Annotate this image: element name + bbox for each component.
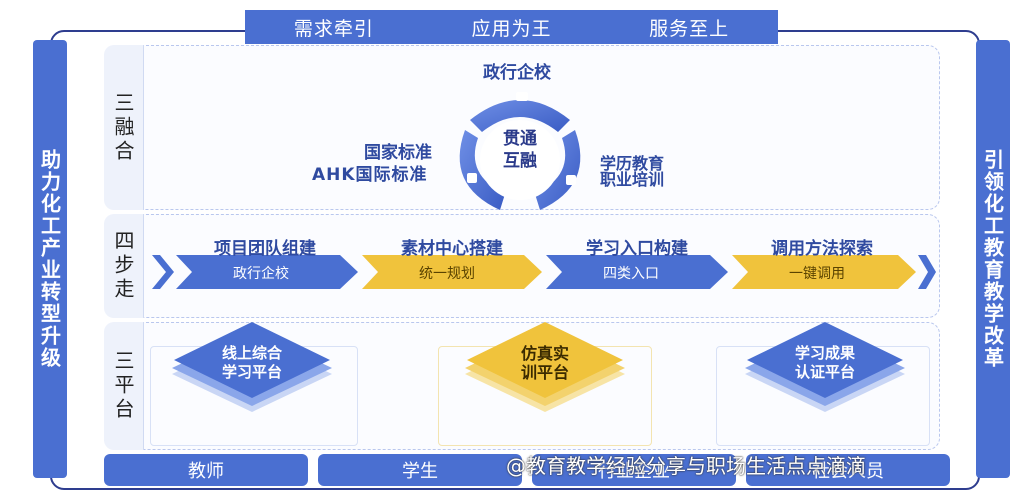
top-banner: 需求牵引 应用为王 服务至上: [245, 10, 778, 44]
row-label-platforms-text: 三平台: [111, 350, 135, 422]
bottom-box-industry: 行业企业: [532, 454, 736, 486]
platform-2-line1: 仿真实: [520, 344, 569, 363]
step-title-1: 项目团队组建: [214, 239, 316, 259]
cycle-label-left-1: 国家标准: [364, 143, 432, 163]
platform-label-2: 仿真实 训平台: [490, 344, 600, 382]
document-icon: [516, 92, 528, 101]
right-side-bar: 引领化工教育教学改革: [976, 40, 1010, 478]
cycle-center: 贯通 互融: [486, 128, 554, 172]
grid-icon: [566, 175, 576, 185]
platform-diamond-2: [465, 322, 625, 412]
cycle-label-top: 政行企校: [483, 63, 551, 83]
step-title-2: 素材中心搭建: [401, 239, 503, 259]
step-sub-2: 统一规划: [419, 266, 475, 282]
platform-3-line1: 学习成果: [794, 344, 855, 362]
row-label-platforms: 三平台: [104, 322, 144, 450]
watermark: @教育教学经验分享与职场生活点点滴滴: [506, 454, 866, 478]
left-side-bar: 助力化工产业转型升级: [33, 40, 67, 478]
book-icon: [467, 173, 477, 183]
platform-diamond-1: [172, 322, 332, 412]
left-side-text: 助力化工产业转型升级: [37, 149, 62, 369]
row-label-four-steps: 四步走: [104, 214, 144, 318]
steps-arrow-row: [152, 255, 936, 289]
platform-1-line2: 学习平台: [221, 363, 282, 381]
banner-item-service: 服务至上: [649, 17, 730, 40]
platform-diamond-3: [745, 322, 905, 412]
platform-2-line2: 训平台: [520, 363, 569, 382]
step-sub-3: 四类入口: [603, 266, 659, 282]
cycle-arc-top: [470, 100, 570, 132]
step-sub-4: 一键调用: [789, 266, 845, 282]
cycle-center-line2: 互融: [503, 151, 537, 171]
right-side-text: 引领化工教育教学改革: [980, 149, 1005, 369]
step-arrow-2: [362, 255, 542, 289]
arrow-tail: [918, 255, 936, 289]
step-arrow-3: [546, 255, 728, 289]
cycle-label-right-2: 职业培训: [600, 170, 665, 189]
platform-label-3: 学习成果 认证平台: [770, 344, 880, 382]
row-label-four-steps-text: 四步走: [111, 230, 135, 302]
platform-1-line1: 线上综合: [221, 344, 282, 362]
row-label-integration: 三融合: [104, 45, 144, 210]
platform-label-1: 线上综合 学习平台: [197, 344, 307, 382]
step-title-3: 学习入口构建: [586, 239, 688, 259]
cycle-diagram: [459, 92, 581, 210]
bottom-box-teacher: 教师: [104, 454, 308, 486]
platform-3-line2: 认证平台: [794, 363, 855, 381]
cycle-center-line1: 贯通: [503, 129, 537, 149]
banner-item-application: 应用为王: [471, 17, 552, 40]
step-arrow-1: [176, 255, 358, 289]
cycle-label-left-2: AHK国际标准: [312, 165, 428, 185]
arrow-lead-1: [152, 255, 174, 289]
banner-item-demand: 需求牵引: [293, 17, 374, 40]
step-sub-1: 政行企校: [233, 266, 289, 282]
row-label-integration-text: 三融合: [111, 91, 135, 164]
step-arrow-4: [732, 255, 916, 289]
bottom-box-student: 学生: [318, 454, 522, 486]
cycle-label-right-1: 学历教育: [600, 154, 665, 173]
step-title-4: 调用方法探索: [771, 239, 873, 259]
bottom-box-public: 社会人员: [746, 454, 950, 486]
